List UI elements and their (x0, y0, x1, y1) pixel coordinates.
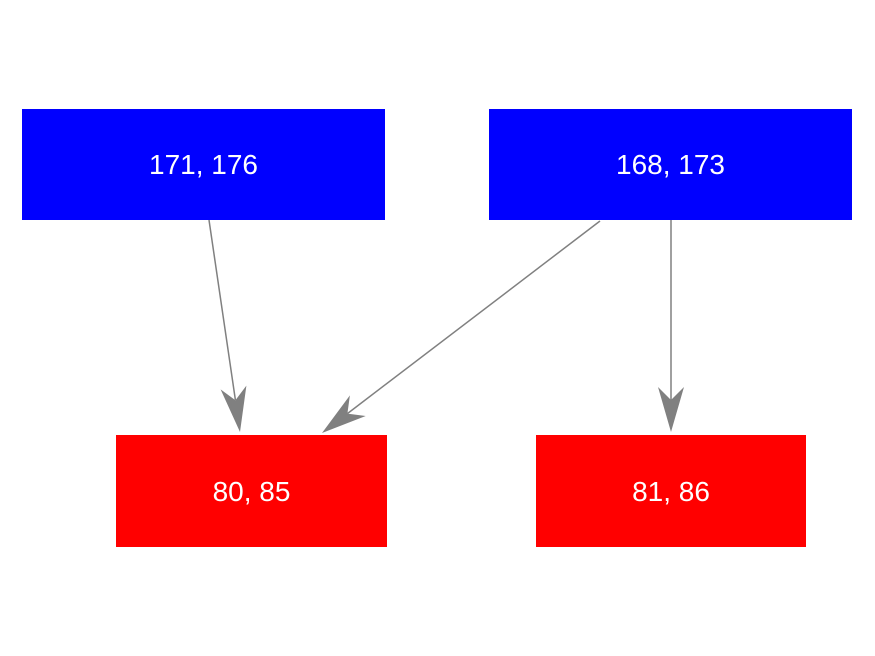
node-rect (489, 109, 852, 220)
node-171-176: 171, 176 (22, 109, 385, 220)
edge-line (208, 219, 237, 401)
node-80-85: 80, 85 (116, 435, 387, 547)
node-label: 80, 85 (213, 476, 291, 507)
node-label: 171, 176 (149, 149, 258, 180)
edge-168-173-to-80-85 (322, 220, 601, 433)
arrowhead-icon (220, 385, 247, 432)
arrowhead-icon (658, 387, 684, 432)
edge-line (346, 220, 601, 415)
node-rect (22, 109, 385, 220)
arrowhead-icon (322, 395, 366, 433)
node-label: 81, 86 (632, 476, 710, 507)
edge-171-176-to-80-85 (208, 219, 247, 432)
node-rect (536, 435, 806, 547)
node-168-173: 168, 173 (489, 109, 852, 220)
node-label: 168, 173 (616, 149, 725, 180)
node-81-86: 81, 86 (536, 435, 806, 547)
edge-168-173-to-81-86 (658, 220, 684, 432)
node-rect (116, 435, 387, 547)
